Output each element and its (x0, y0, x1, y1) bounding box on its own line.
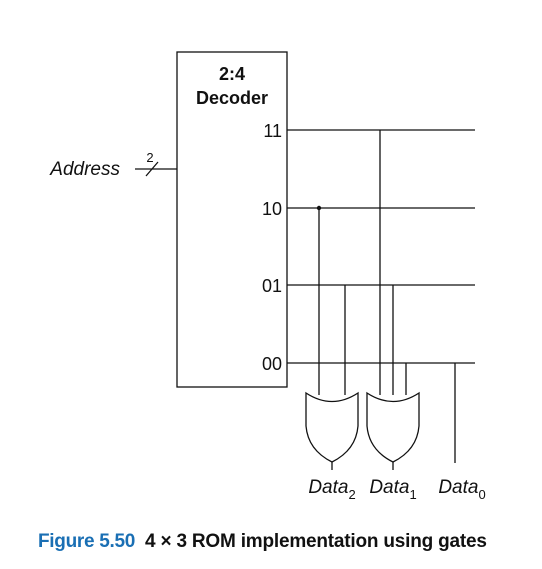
figure-caption-text: 4 × 3 ROM implementation using gates (145, 531, 487, 552)
data1-label: Data1 (369, 477, 416, 502)
figure-caption: Figure 5.50 4 × 3 ROM implementation usin… (38, 530, 487, 554)
output-label-11: 11 (263, 121, 282, 141)
decoder-title-line2: Decoder (196, 88, 268, 108)
figure-number: Figure 5.50 (38, 531, 136, 552)
rom-schematic: 2:4 Decoder 11 10 01 00 Address 2 Data2 … (49, 51, 486, 502)
output-label-01: 01 (262, 276, 282, 296)
bus-width-label: 2 (146, 150, 153, 165)
data2-label: Data2 (308, 477, 355, 502)
address-label: Address (49, 159, 120, 180)
output-label-00: 00 (262, 354, 282, 374)
or-gate-data2 (305, 391, 359, 463)
output-label-10: 10 (262, 199, 282, 219)
data0-label: Data0 (438, 477, 485, 502)
or-gate-data1 (366, 391, 420, 463)
bus-slash (145, 161, 159, 177)
decoder-title-line1: 2:4 (219, 64, 245, 84)
decoder-box (176, 51, 288, 388)
junction-dot (316, 205, 322, 211)
